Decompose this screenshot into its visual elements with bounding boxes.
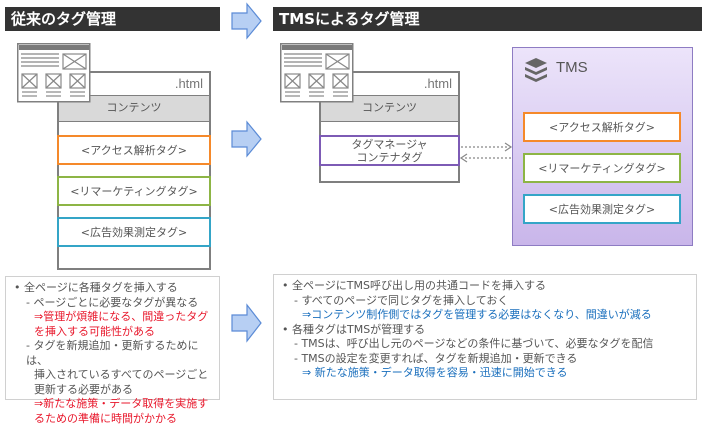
container-tag-line2: コンテナタグ xyxy=(357,151,423,164)
container-tag-line1: タグマネージャ xyxy=(351,138,427,151)
webpage-wireframe-icon xyxy=(17,43,91,103)
note-line: - タグを新規追加・更新するためには、 xyxy=(14,339,211,368)
note-line: 更新する必要がある xyxy=(14,383,211,398)
tag-manager-container-tag: タグマネージャ コンテナタグ xyxy=(319,135,460,166)
webpage-wireframe-icon xyxy=(280,43,354,103)
top-arrow-icon xyxy=(230,2,264,40)
tag-label: <リマーケティングタグ> xyxy=(70,183,198,199)
note-line: - ページごとに必要なタグが異なる xyxy=(14,296,211,311)
note-line: • 全ページに各種タグを挿入する xyxy=(14,281,211,296)
tms-title: TMS xyxy=(556,59,588,76)
tag-label: <アクセス解析タグ> xyxy=(549,119,655,135)
tms-tag-remarketing: <リマーケティングタグ> xyxy=(523,153,681,183)
note-emphasis: ⇒新たな施策・データ取得を実施す xyxy=(14,397,211,412)
tms-tag-ad-conversion: <広告効果測定タグ> xyxy=(523,194,681,224)
note-line: • 各種タグはTMSが管理する xyxy=(282,323,688,338)
right-notes-box: • 全ページにTMS呼び出し用の共通コードを挿入する - すべてのページで同じタ… xyxy=(273,274,697,400)
tms-tag-access-analytics: <アクセス解析タグ> xyxy=(523,112,681,142)
tms-panel: TMS <アクセス解析タグ> <リマーケティングタグ> <広告効果測定タグ> xyxy=(512,47,693,246)
note-emphasis: ⇒管理が煩雑になる、間違ったタグ xyxy=(14,310,211,325)
tag-ad-conversion: <広告効果測定タグ> xyxy=(57,217,211,247)
html-file-label: .html xyxy=(175,76,203,91)
tag-label: <アクセス解析タグ> xyxy=(81,142,187,158)
tag-access-analytics: <アクセス解析タグ> xyxy=(57,135,211,165)
note-line: - TMSは、呼び出し元のページなどの条件に基づいて、必要なタグを配信 xyxy=(282,337,688,352)
tag-label: <リマーケティングタグ> xyxy=(538,160,666,176)
left-notes-box: • 全ページに各種タグを挿入する - ページごとに必要なタグが異なる ⇒管理が煩… xyxy=(5,276,220,400)
left-section-title: 従来のタグ管理 xyxy=(5,7,220,31)
right-section-title: TMSによるタグ管理 xyxy=(273,7,702,31)
layers-stack-icon xyxy=(524,57,548,83)
note-line: - TMSの設定を変更すれば、タグを新規追加・更新できる xyxy=(282,352,688,367)
note-emphasis: を挿入する可能性がある xyxy=(14,325,211,340)
html-file-label: .html xyxy=(424,76,452,91)
note-line: • 全ページにTMS呼び出し用の共通コードを挿入する xyxy=(282,279,688,294)
note-emphasis: ⇒ 新たな施策・データ取得を容易・迅速に開始できる xyxy=(282,366,688,381)
middle-arrow-icon xyxy=(230,120,264,158)
note-emphasis: ⇒コンテンツ制作側ではタグを管理する必要はなくなり、間違いが減る xyxy=(282,308,688,323)
request-response-arrows xyxy=(459,140,515,164)
tag-label: <広告効果測定タグ> xyxy=(549,201,655,217)
bottom-arrow-icon xyxy=(230,303,264,343)
tag-label: <広告効果測定タグ> xyxy=(81,224,187,240)
tag-remarketing: <リマーケティングタグ> xyxy=(57,176,211,206)
note-line: 挿入されているすべてのページごと xyxy=(14,368,211,383)
note-emphasis: るための準備に時間がかかる xyxy=(14,412,211,426)
note-line: - すべてのページで同じタグを挿入しておく xyxy=(282,294,688,309)
